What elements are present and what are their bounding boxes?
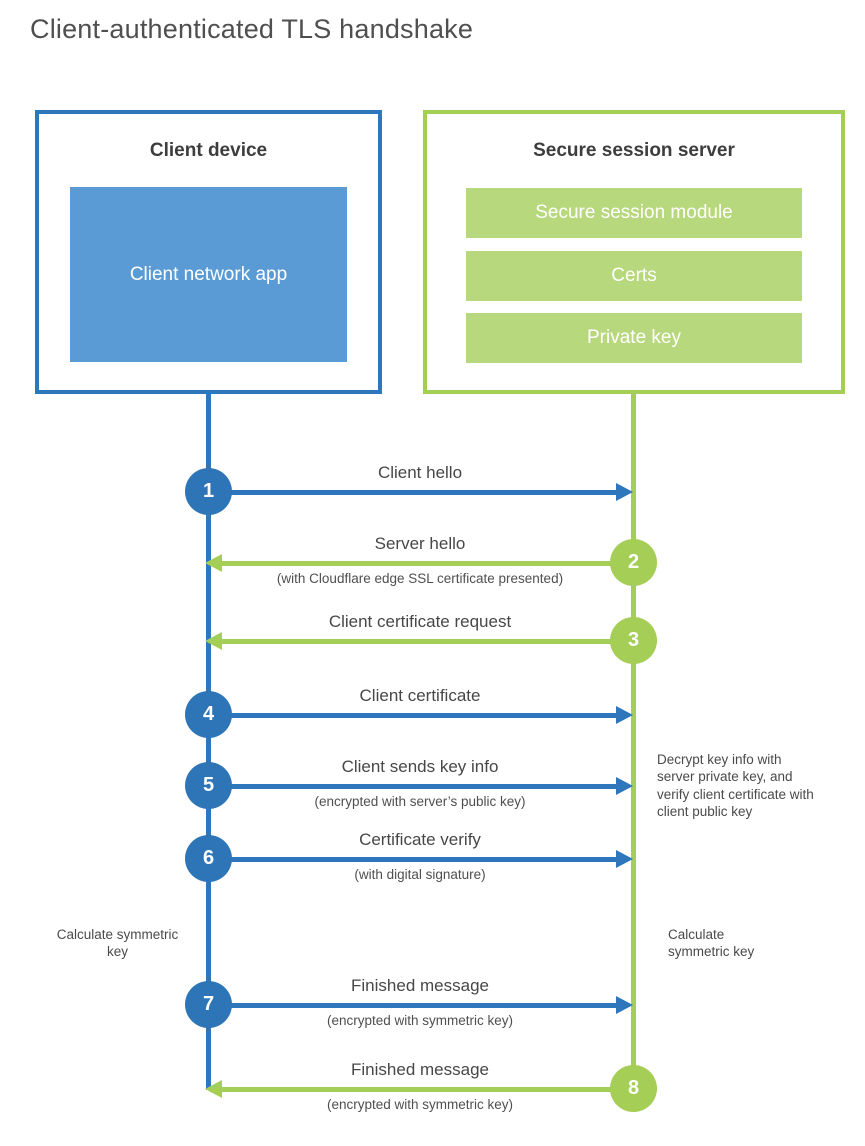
step-6-arrowhead-icon: [616, 850, 633, 868]
step-8-arrowhead-icon: [205, 1080, 222, 1098]
step-7-badge: 7: [185, 981, 232, 1028]
step-4-label: Client certificate: [359, 686, 481, 705]
step-2-badge: 2: [610, 539, 657, 586]
step-6-sublabel: (with digital signature): [354, 867, 486, 882]
step-6-arrow: [230, 857, 617, 862]
step-8-sublabel: (encrypted with symmetric key): [326, 1097, 514, 1112]
step-5-label: Client sends key info: [341, 757, 499, 776]
step-1-arrow: [230, 490, 617, 495]
server-lifeline: [631, 392, 636, 1090]
step-1-label: Client hello: [377, 463, 463, 482]
server-calculate-note: Calculate symmetric key: [668, 927, 755, 960]
step-3-arrow: [222, 639, 611, 644]
step-5-sublabel: (encrypted with server’s public key): [314, 794, 526, 809]
step-3-label: Client certificate request: [328, 612, 512, 631]
server-module-bar: Secure session module: [466, 188, 802, 238]
server-decrypt-note: Decrypt key info with server private key…: [657, 752, 814, 819]
client-calculate-note: Calculate symmetric key: [56, 927, 179, 960]
secure-session-server-title: Secure session server: [533, 140, 735, 161]
step-1-badge: 1: [185, 468, 232, 515]
client-device-title: Client device: [149, 140, 268, 161]
step-8-label: Finished message: [351, 1060, 489, 1079]
step-4-badge: 4: [185, 691, 232, 738]
step-2-arrowhead-icon: [205, 554, 222, 572]
step-8-badge: 8: [610, 1065, 657, 1112]
step-6-badge: 6: [185, 835, 232, 882]
step-5-arrow: [230, 784, 617, 789]
step-5-badge: 5: [185, 762, 232, 809]
server-module-bar: Private key: [466, 313, 802, 363]
step-7-sublabel: (encrypted with symmetric key): [326, 1013, 514, 1028]
client-network-app-box: Client network app: [70, 187, 347, 362]
step-1-arrowhead-icon: [616, 483, 633, 501]
step-2-label: Server hello: [374, 534, 466, 553]
step-2-sublabel: (with Cloudflare edge SSL certificate pr…: [276, 571, 564, 586]
step-5-arrowhead-icon: [616, 777, 633, 795]
step-3-badge: 3: [610, 617, 657, 664]
step-7-label: Finished message: [351, 976, 489, 995]
step-2-arrow: [222, 561, 611, 566]
client-lifeline: [206, 392, 211, 1090]
step-4-arrowhead-icon: [616, 706, 633, 724]
step-7-arrow: [230, 1003, 617, 1008]
step-3-arrowhead-icon: [205, 632, 222, 650]
step-4-arrow: [230, 713, 617, 718]
page-title: Client-authenticated TLS handshake: [30, 14, 474, 44]
step-8-arrow: [222, 1087, 611, 1092]
client-network-app-label: Client network app: [129, 263, 288, 285]
step-6-label: Certificate verify: [359, 830, 481, 849]
server-module-bar: Certs: [466, 251, 802, 301]
step-7-arrowhead-icon: [616, 996, 633, 1014]
